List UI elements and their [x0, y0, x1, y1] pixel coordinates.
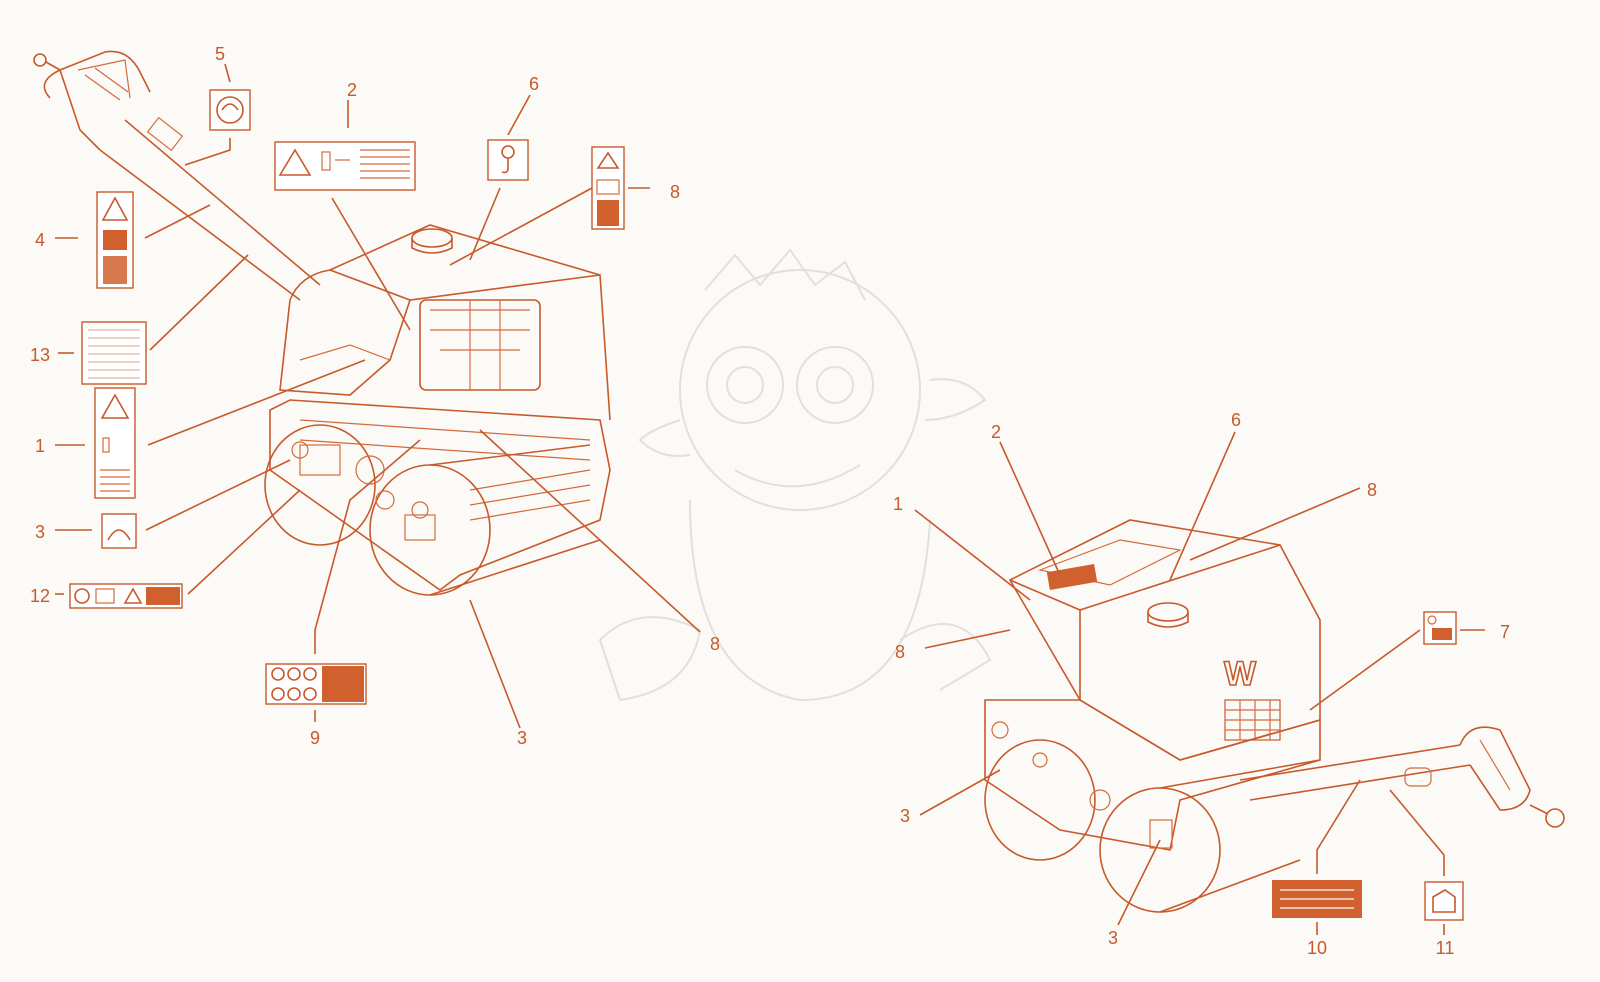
pinch-point-decal — [101, 513, 137, 549]
callout-8-right-top: 8 — [1367, 480, 1377, 500]
callout-7: 7 — [1500, 622, 1510, 642]
right-callout-numbers: 1 2 6 8 8 7 3 3 10 11 — [893, 410, 1510, 958]
callout-2-right: 2 — [991, 422, 1001, 442]
right-roller-machine: W — [984, 519, 1565, 913]
brand-logo: W — [1224, 655, 1257, 693]
callout-3-right-bottom: 3 — [1108, 928, 1118, 948]
warning-decal-2 — [274, 141, 416, 191]
california-warning-decal — [81, 321, 147, 385]
callout-1-right: 1 — [893, 494, 903, 514]
left-decal-labels — [69, 89, 625, 705]
callout-5: 5 — [215, 44, 225, 64]
callout-8-bottom: 8 — [710, 634, 720, 654]
callout-3-bottom: 3 — [517, 728, 527, 748]
callout-3-left: 3 — [35, 522, 45, 542]
callout-3-right-left: 3 — [900, 806, 910, 826]
callout-8-right-side: 8 — [895, 642, 905, 662]
right-decal-labels — [1272, 611, 1464, 921]
callout-1: 1 — [35, 436, 45, 456]
callout-6-right: 6 — [1231, 410, 1241, 430]
callout-12: 12 — [30, 586, 50, 606]
callout-13: 13 — [30, 345, 50, 365]
callout-2: 2 — [347, 80, 357, 100]
left-roller-machine — [33, 50, 611, 596]
warning-decal-1 — [94, 387, 136, 499]
callout-8-top: 8 — [670, 182, 680, 202]
callout-6: 6 — [529, 74, 539, 94]
callout-9: 9 — [310, 728, 320, 748]
fuel-decal — [1424, 881, 1464, 921]
left-leader-lines — [55, 63, 701, 729]
callout-10: 10 — [1307, 938, 1327, 958]
right-leader-lines — [914, 431, 1485, 935]
callout-4: 4 — [35, 230, 45, 250]
ear-protection-decal — [209, 89, 251, 131]
left-callout-numbers: 5 2 6 8 4 13 1 3 12 9 3 8 — [30, 44, 720, 748]
watermark-mascot — [598, 248, 992, 702]
callout-11: 11 — [1436, 938, 1455, 958]
